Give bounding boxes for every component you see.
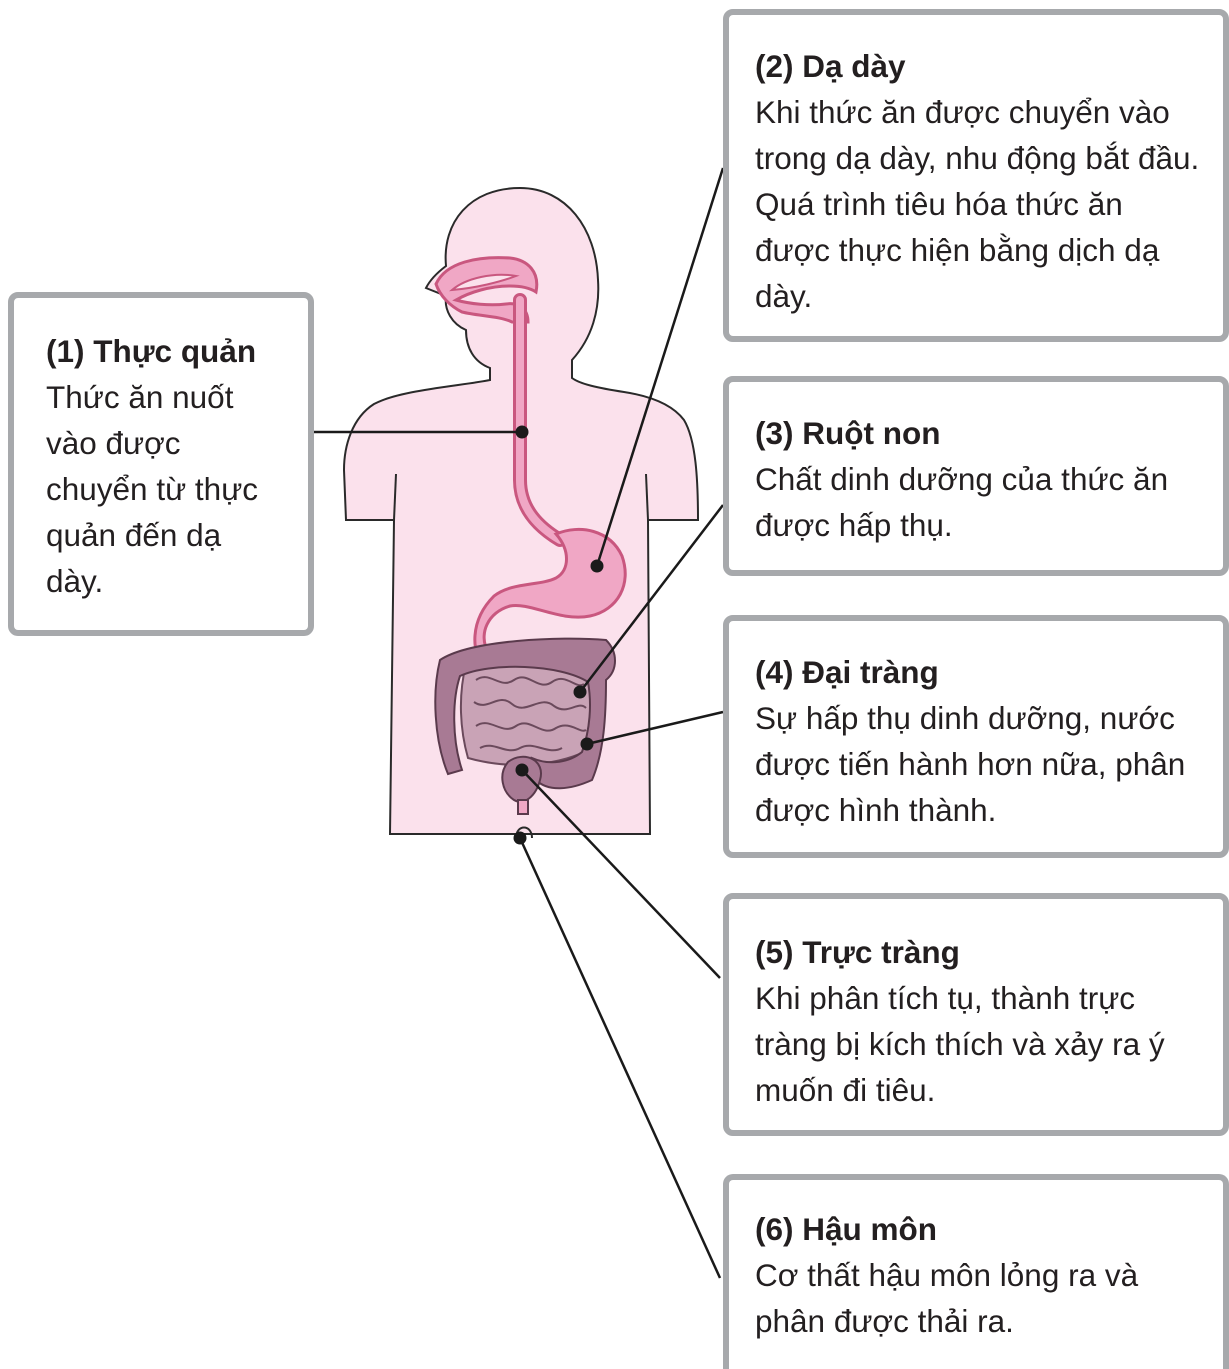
- label-text: Thức ăn nuốt vào được chuyển từ thực quả…: [46, 374, 286, 604]
- label-title: (2) Dạ dày: [755, 43, 1197, 89]
- label-box-rectum: (5) Trực tràng Khi phân tích tụ, thành t…: [723, 893, 1229, 1136]
- label-title: (6) Hậu môn: [755, 1206, 1197, 1252]
- leader-line-anus: [520, 838, 720, 1278]
- dot-small-intestine: [574, 686, 587, 699]
- label-text: Chất dinh dưỡng của thức ăn được hấp thụ…: [755, 456, 1175, 548]
- dot-anus: [514, 832, 527, 845]
- label-title: (5) Trực tràng: [755, 929, 1197, 975]
- label-title: (3) Ruột non: [755, 410, 1197, 456]
- label-box-esophagus: (1) Thực quản Thức ăn nuốt vào được chuy…: [8, 292, 314, 636]
- dot-large-intestine: [581, 738, 594, 751]
- label-box-anus: (6) Hậu môn Cơ thất hậu môn lỏng ra và p…: [723, 1174, 1229, 1369]
- anal-canal: [518, 800, 528, 814]
- label-box-small-intestine: (3) Ruột non Chất dinh dưỡng của thức ăn…: [723, 376, 1229, 576]
- label-title: (1) Thực quản: [46, 328, 308, 374]
- dot-esophagus: [516, 426, 529, 439]
- label-text: Khi thức ăn được chuyển vào trong dạ dày…: [755, 89, 1205, 319]
- dot-stomach: [591, 560, 604, 573]
- label-box-stomach: (2) Dạ dày Khi thức ăn được chuyển vào t…: [723, 9, 1229, 342]
- label-box-large-intestine: (4) Đại tràng Sự hấp thụ dinh dưỡng, nướ…: [723, 615, 1229, 858]
- label-text: Khi phân tích tụ, thành trực tràng bị kí…: [755, 975, 1215, 1113]
- label-text: Cơ thất hậu môn lỏng ra và phân được thả…: [755, 1252, 1185, 1344]
- dot-rectum: [516, 764, 529, 777]
- label-text: Sự hấp thụ dinh dưỡng, nước được tiến hà…: [755, 695, 1195, 833]
- label-title: (4) Đại tràng: [755, 649, 1197, 695]
